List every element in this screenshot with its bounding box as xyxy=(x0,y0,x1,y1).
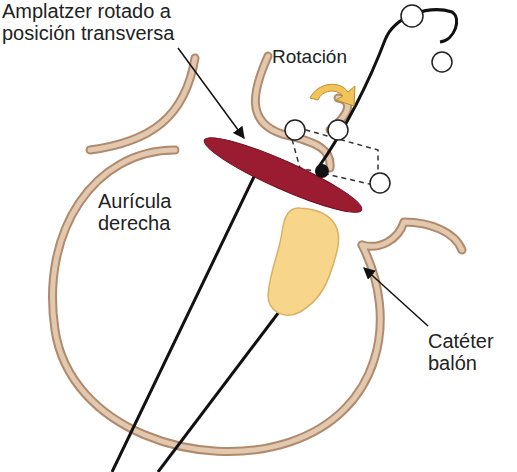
rotation-arrow xyxy=(310,84,355,106)
balloon-catheter-shaft xyxy=(158,300,288,472)
dot xyxy=(315,164,329,178)
balloon xyxy=(268,208,339,315)
part-label: Catéter balón xyxy=(428,330,513,374)
part-label: Amplatzer rotado a posición transversa xyxy=(2,0,202,44)
part-label: Aurícula derecha xyxy=(98,190,198,234)
motion-label: Rotación xyxy=(272,46,362,68)
amplatzer-device xyxy=(199,127,368,223)
atrium-wall xyxy=(53,56,462,452)
bubbles xyxy=(285,5,452,193)
leader-line xyxy=(178,48,244,138)
leader-line xyxy=(364,268,428,326)
